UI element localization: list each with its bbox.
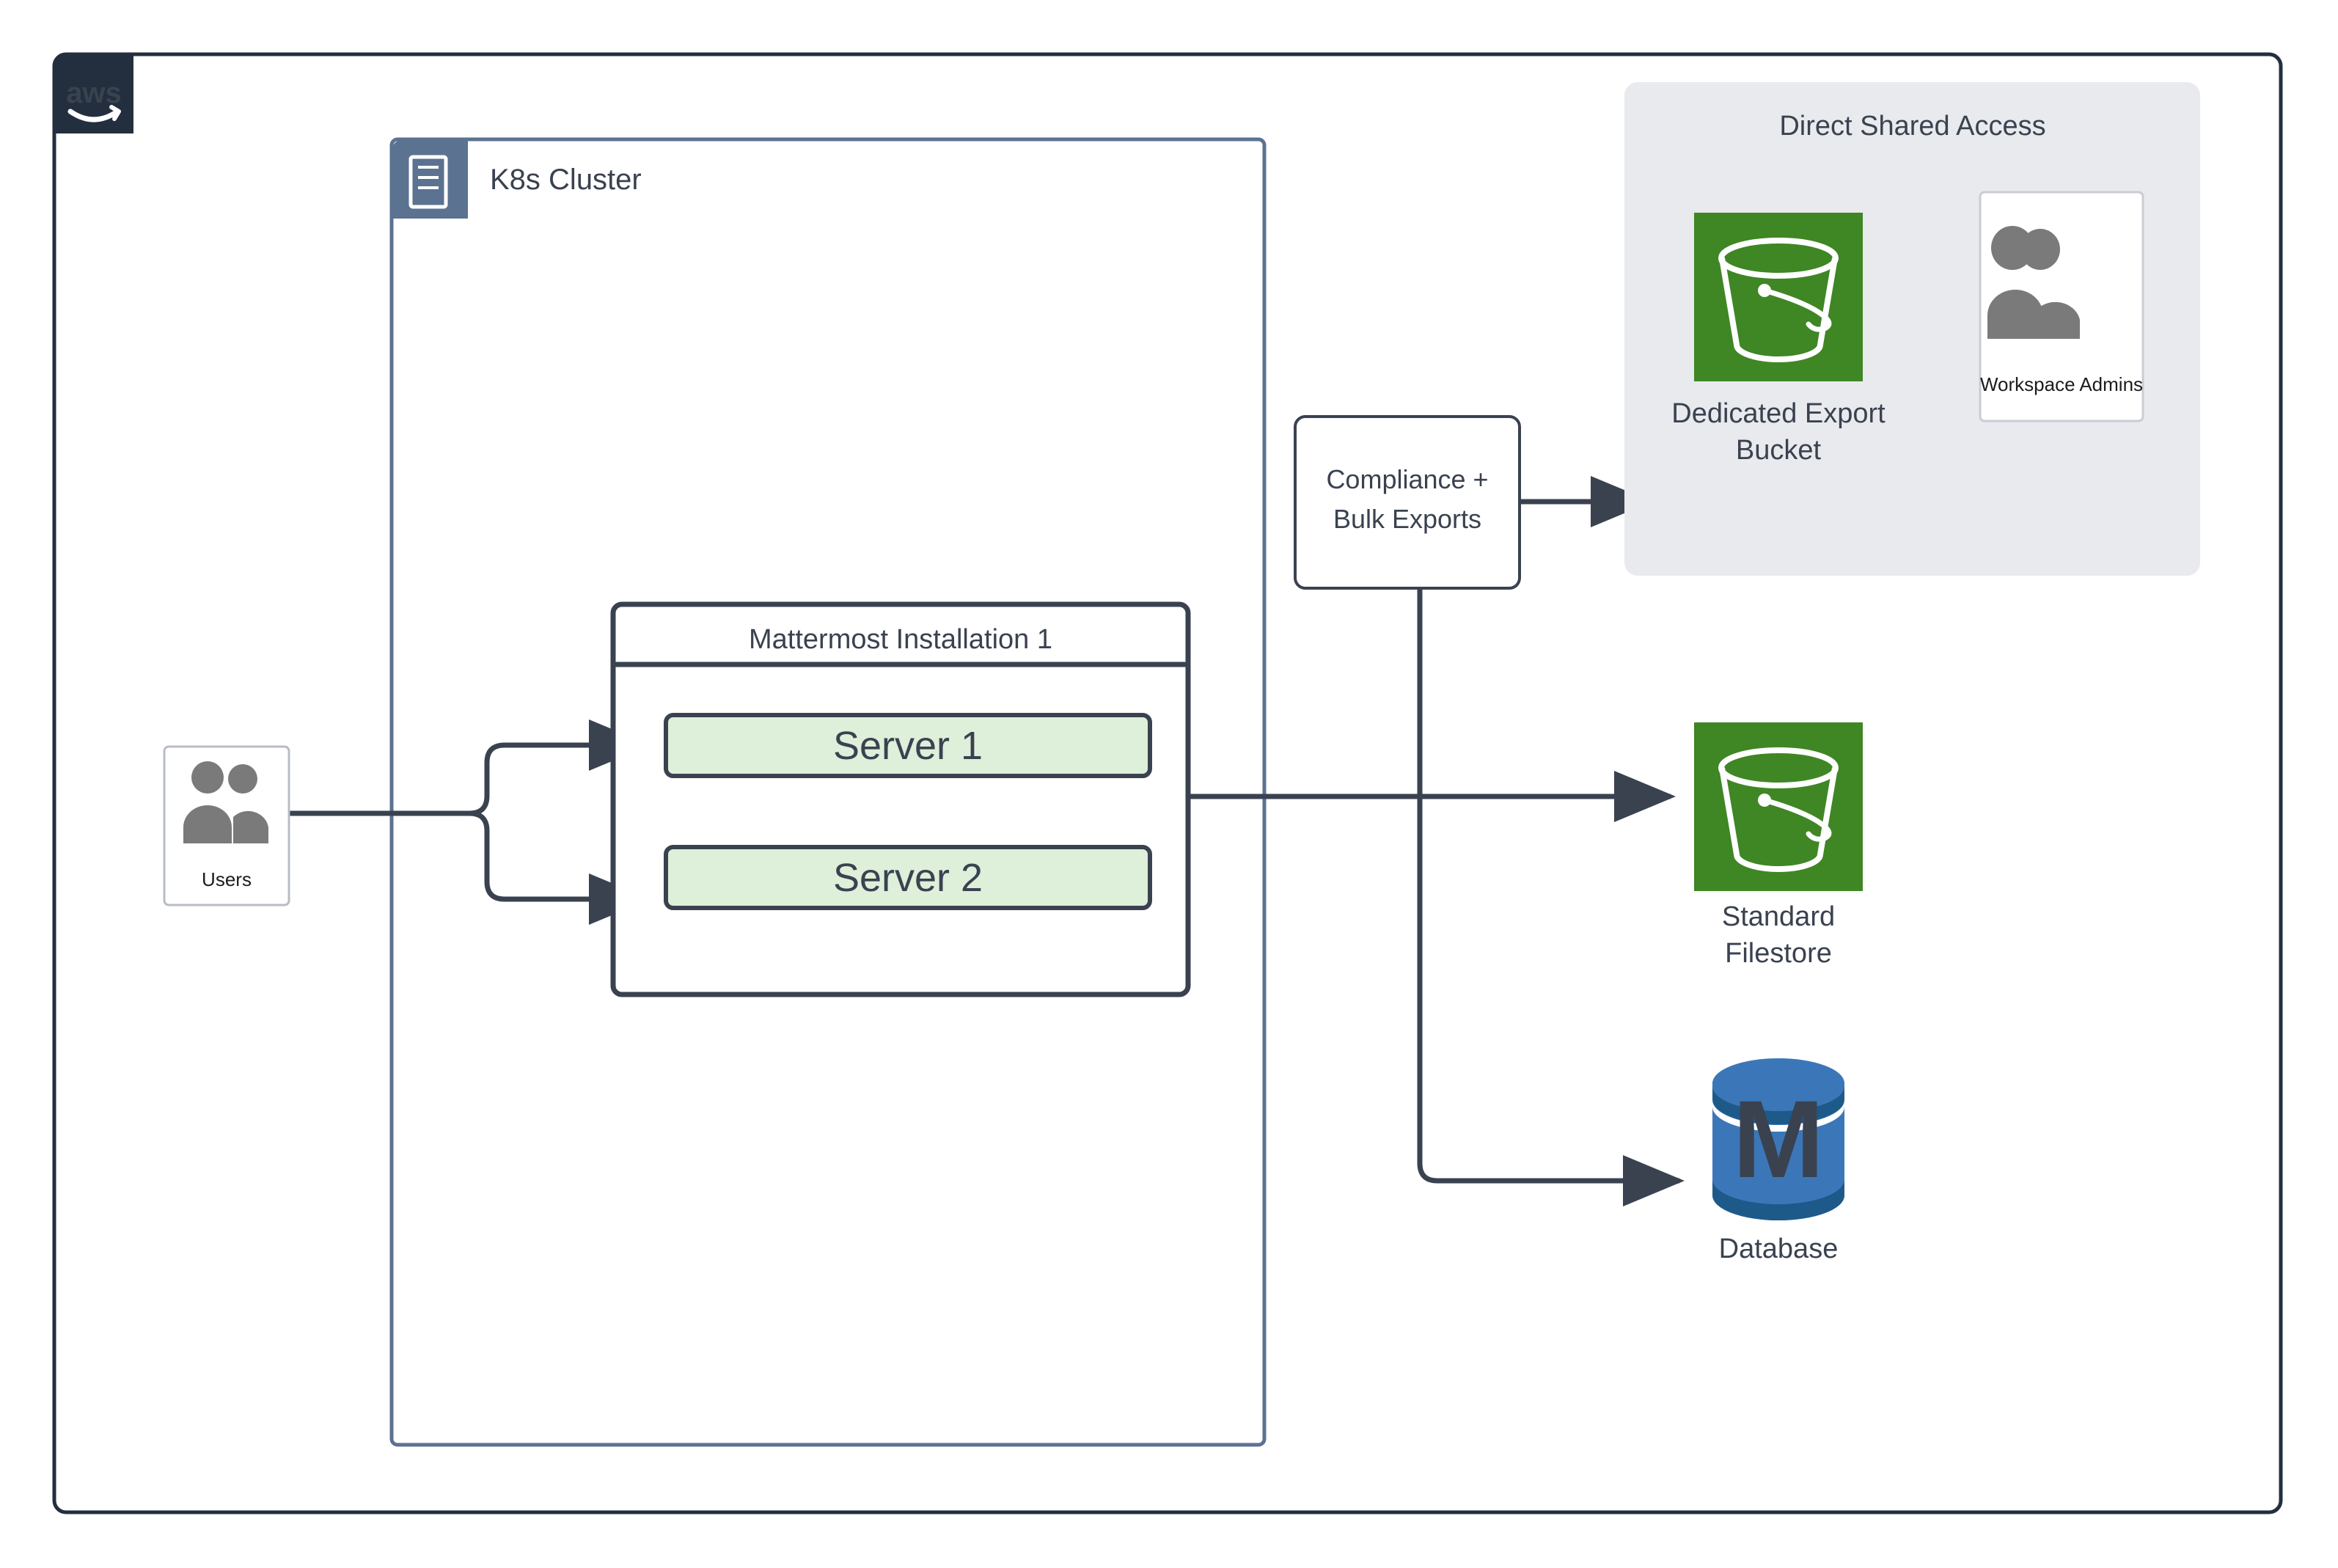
dedicated-export-bucket[interactable]: Dedicated Export Bucket xyxy=(1671,213,1886,466)
server-2[interactable]: Server 2 xyxy=(664,845,1152,910)
compliance-node[interactable]: Compliance + Bulk Exports xyxy=(1294,415,1521,590)
compliance-line-2: Bulk Exports xyxy=(1333,504,1481,534)
connector-users-to-server2 xyxy=(469,810,651,925)
database-node[interactable]: M Database xyxy=(1712,1058,1844,1264)
standard-filestore[interactable]: Standard Filestore xyxy=(1694,722,1863,969)
k8s-cluster-title: K8s Cluster xyxy=(490,164,642,196)
filestore-line-2: Filestore xyxy=(1725,938,1832,969)
server-1[interactable]: Server 1 xyxy=(664,713,1152,778)
installation-title: Mattermost Installation 1 xyxy=(749,624,1052,655)
filestore-line-1: Standard xyxy=(1722,901,1835,932)
users-icon xyxy=(1987,226,2080,339)
k8s-server-rack-icon xyxy=(392,139,468,219)
export-bucket-line-1: Dedicated Export xyxy=(1671,398,1886,429)
shared-access-group-title: Direct Shared Access xyxy=(1779,111,2045,142)
installation-box: Mattermost Installation 1 Server 1 Serve… xyxy=(610,601,1191,997)
workspace-admins-label: Workspace Admins xyxy=(1980,373,2143,395)
export-bucket-line-2: Bucket xyxy=(1736,435,1822,466)
database-label: Database xyxy=(1719,1234,1839,1264)
users-node-label: Users xyxy=(202,868,252,890)
aws-logo-icon: aws xyxy=(54,54,133,133)
s3-bucket-icon xyxy=(1718,747,1839,872)
database-glyph: M xyxy=(1733,1077,1825,1201)
mattermost-database-cylinder-icon: M xyxy=(1712,1058,1844,1220)
connector-users-to-server1 xyxy=(469,719,651,816)
connector-compliance-to-database xyxy=(1417,588,1685,1206)
server-2-label: Server 2 xyxy=(833,856,983,900)
s3-bucket-icon xyxy=(1718,238,1839,362)
users-icon xyxy=(183,761,268,843)
compliance-line-1: Compliance + xyxy=(1326,464,1488,494)
server-1-label: Server 1 xyxy=(833,724,983,768)
users-node[interactable]: Users xyxy=(163,745,290,906)
workspace-admins[interactable]: Workspace Admins xyxy=(1979,191,2144,422)
aws-badge-label: aws xyxy=(66,77,122,109)
